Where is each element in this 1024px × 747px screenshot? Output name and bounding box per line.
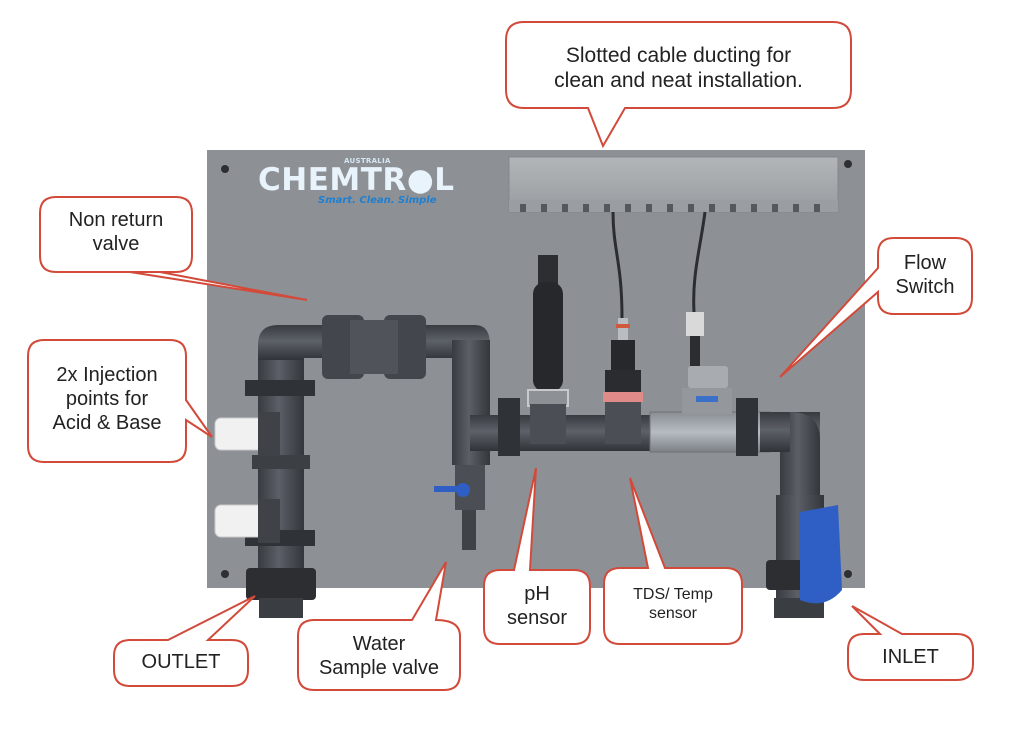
panel-screws <box>221 160 852 578</box>
injection-fitting-lower <box>214 499 280 543</box>
callout-inlet-line1: INLET <box>882 646 939 668</box>
callout-water-sample <box>297 561 461 691</box>
pipe-clip <box>498 398 520 456</box>
callout-non-return-valve <box>39 196 308 301</box>
callout-injection-line2: points for <box>65 388 149 410</box>
callout-flow-switch-line2: Switch <box>895 276 955 298</box>
flow-switch-body <box>682 312 732 414</box>
callout-water-sample-line1: Water <box>352 633 406 655</box>
callout-non-return-line1: Non return <box>68 209 164 231</box>
callout-flow-switch-line1: Flow <box>903 252 947 274</box>
callout-outlet-line1: OUTLET <box>141 651 221 673</box>
brand-tagline: Smart. Clean. Simple <box>318 195 437 206</box>
callout-inlet-text: INLET <box>848 645 973 669</box>
callout-water-sample-line2: Sample valve <box>318 657 440 679</box>
brand-wordmark: CHEMTR●L <box>258 162 455 198</box>
callout-injection-text: 2x Injection points for Acid & Base <box>28 363 186 435</box>
callout-ph-sensor-line1: pH <box>524 583 550 605</box>
callout-non-return-text: Non return valve <box>40 208 192 256</box>
callout-flow-switch-text: Flow Switch <box>878 251 972 299</box>
callout-injection-points <box>27 339 213 463</box>
callout-injection-line1: 2x Injection <box>56 364 158 386</box>
callout-injection-line3: Acid & Base <box>52 412 162 434</box>
callout-tds-sensor-text: TDS/ Temp sensor <box>604 585 742 623</box>
callout-tds-sensor-line1: TDS/ Temp <box>633 586 713 603</box>
brand-country: AUSTRALIA <box>344 157 391 165</box>
callout-ducting-text: Slotted cable ducting for clean and neat… <box>506 43 851 93</box>
callout-ducting <box>505 21 852 149</box>
ph-sensor-probe <box>527 255 569 444</box>
callout-tds-sensor <box>603 477 743 645</box>
chemtrol-logo: AUSTRALIA CHEMTR●L Smart. Clean. Simple <box>258 157 454 208</box>
callout-tds-sensor-line2: sensor <box>648 605 698 623</box>
callout-ph-sensor-line2: sensor <box>506 607 568 629</box>
callout-outlet-text: OUTLET <box>114 650 248 674</box>
callout-flow-switch <box>779 237 973 378</box>
sample-valve-handle <box>434 483 470 497</box>
callout-ducting-line1: Slotted cable ducting for <box>565 44 792 67</box>
inlet-valve-handle <box>800 505 842 604</box>
callout-ph-sensor-text: pH sensor <box>484 582 590 630</box>
callout-ducting-line2: clean and neat installation. <box>554 69 803 93</box>
injection-fitting-upper <box>214 412 280 456</box>
cable-duct-slots <box>520 204 820 212</box>
non-return-valve-run <box>258 315 490 379</box>
pipe-clip <box>245 380 315 396</box>
callout-outlet <box>113 595 256 687</box>
sensor-manifold <box>470 411 820 453</box>
flow-switch-cable <box>692 211 707 313</box>
callout-water-sample-text: Water Sample valve <box>298 632 460 680</box>
callout-inlet <box>847 605 974 681</box>
callout-non-return-line2: valve <box>92 233 140 255</box>
pipe-clip <box>736 398 758 456</box>
tds-sensor-cable <box>611 211 624 319</box>
callout-ph-sensor <box>483 467 591 645</box>
cable-duct <box>508 156 839 213</box>
tds-temp-sensor-probe <box>603 318 643 444</box>
